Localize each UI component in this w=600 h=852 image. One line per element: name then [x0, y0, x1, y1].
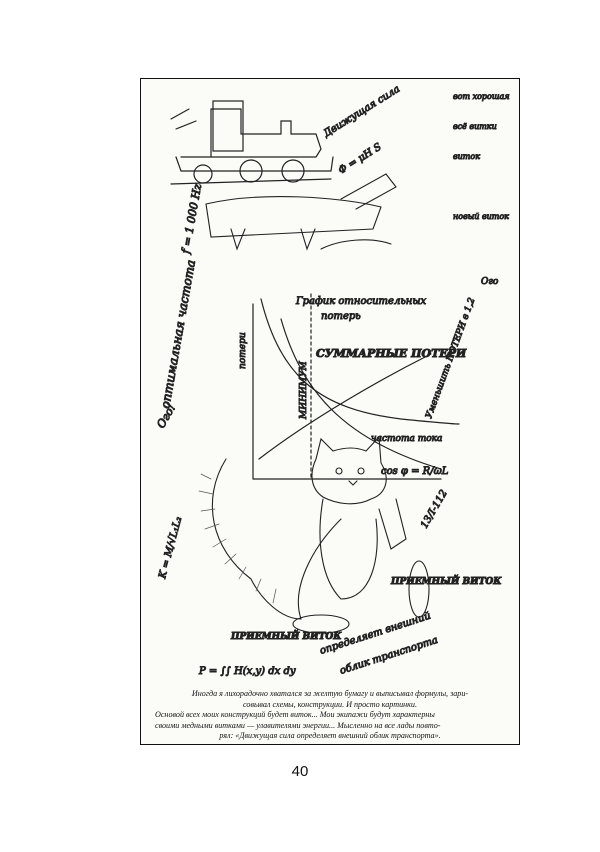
caption-line-1: Иногда я лихорадочно хватался за желтую … — [191, 689, 469, 698]
sketch-label-all-coils: всё витки — [453, 122, 497, 131]
sketch-label-coil: виток — [453, 152, 480, 161]
chart-minimum: МИНИМУМ — [299, 361, 309, 420]
sketch-label-freq-value: f = 1 000 Hz — [179, 182, 204, 255]
cat-sketch — [211, 435, 430, 634]
caption-line-3: Основой всех моих конструкций будет вито… — [155, 710, 435, 719]
caption-line-5: рял: «Движущая сила определяет внешний о… — [219, 731, 441, 740]
sketch-date: 13/I-112 — [419, 488, 450, 530]
sketch-label-optimal-freq: оптимальная частота — [158, 259, 198, 410]
caption-line-2: совывал схемы, конструкции. И просто кар… — [243, 699, 417, 709]
sketch-label-phi: Ф = μH S — [337, 142, 384, 177]
sketch-label-driving-force: Движущая сила — [321, 84, 402, 140]
sketch-label-wow: Ого — [481, 277, 499, 287]
sketch-cos-formula: cos φ = R/ωL — [381, 466, 449, 477]
page-number: 40 — [291, 763, 309, 780]
chart-x-axis: частота тока — [371, 434, 442, 444]
sketch-receiver-coil-1: ПРИЕМНЫЙ ВИТОК — [390, 574, 502, 587]
sketch-label-top-right: вот хорошая — [453, 92, 510, 101]
sketch-k-formula: K = M/√L₁L₂ — [157, 516, 184, 581]
chart-title-1: График относительных — [295, 296, 426, 307]
sketch-p-formula: P = ∫∫ H(x,y) dx dy — [198, 666, 296, 677]
vehicle-sketch — [205, 173, 397, 251]
sketch-label-new-coil: новый виток — [453, 212, 509, 221]
sketch-drawing: Движущая сила Ф = μH S вот хорошая всё в… — [154, 83, 510, 677]
chart-title-2: потерь — [321, 311, 361, 322]
caption-line-4: своими медными витками — улавителями эне… — [155, 720, 441, 730]
loss-chart — [252, 293, 460, 480]
illustration-plate: Движущая сила Ф = μH S вот хорошая всё в… — [140, 78, 520, 745]
chart-total-losses: СУММАРНЫЕ ПОТЕРИ — [316, 347, 467, 360]
fur-strokes — [198, 473, 277, 604]
locomotive-sketch — [170, 100, 334, 185]
figure-caption: Иногда я лихорадочно хватался за желтую … — [155, 689, 505, 742]
sketch-receiver-coil-2: ПРИЕМНЫЙ ВИТОК — [230, 629, 342, 642]
chart-y-axis: потери — [238, 332, 248, 369]
